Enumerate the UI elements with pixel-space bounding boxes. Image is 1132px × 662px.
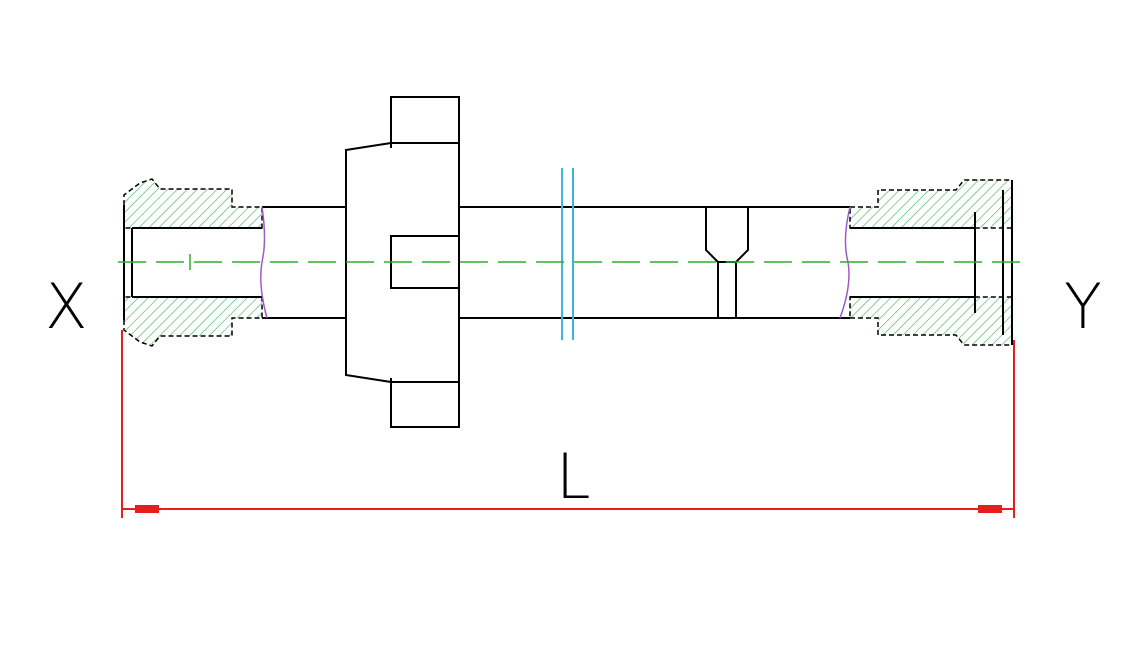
label-length: L: [556, 440, 591, 513]
label-x: X: [45, 270, 87, 343]
right-fitting: [839, 179, 1013, 346]
length-dimension: [121, 330, 1015, 518]
label-y: Y: [1064, 270, 1102, 343]
left-fitting: [123, 178, 268, 347]
arrow-right: [978, 505, 1002, 513]
section-mark: [561, 168, 574, 340]
arrow-left: [135, 505, 159, 513]
pipe-body: [262, 206, 850, 319]
